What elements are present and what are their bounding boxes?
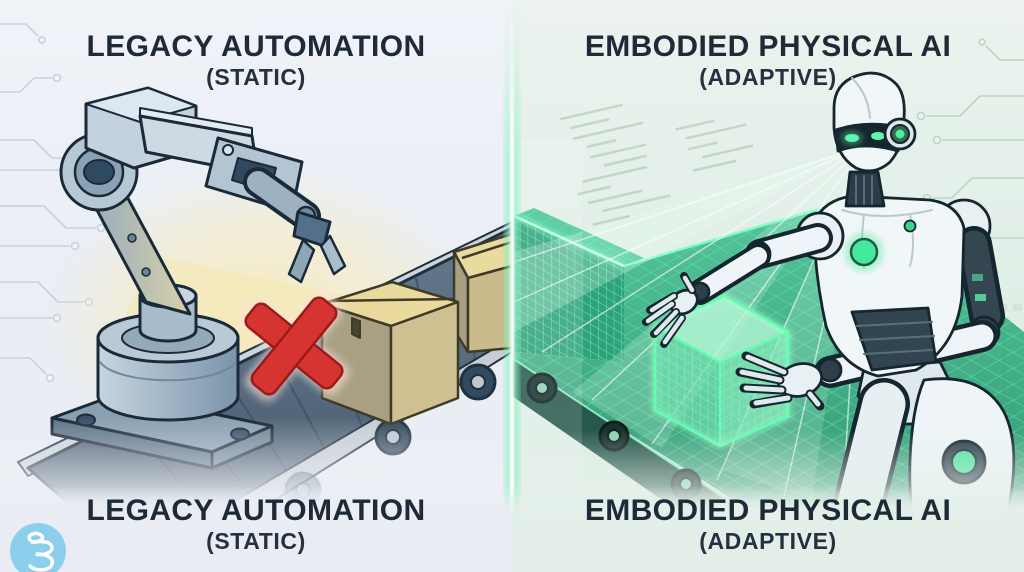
right-subtitle: (ADAPTIVE) (699, 63, 837, 90)
left-header: LEGACY AUTOMATION (STATIC) (0, 31, 512, 92)
left-footer-band (0, 486, 512, 572)
cardboard-boxes (320, 232, 512, 426)
right-title: EMBODIED PHYSICAL AI (584, 30, 952, 63)
robot-hand-lower (735, 351, 825, 411)
left-footer-subtitle: (STATIC) (206, 527, 306, 554)
left-subtitle: (STATIC) (206, 63, 306, 90)
split-divider-glow (503, 0, 521, 572)
right-footer-title: EMBODIED PHYSICAL AI (584, 494, 952, 527)
left-footer-title: LEGACY AUTOMATION (86, 494, 426, 527)
left-title: LEGACY AUTOMATION (86, 30, 426, 63)
right-footer-band (512, 486, 1024, 572)
script-monogram-badge (10, 523, 66, 572)
legacy-automation-artwork (0, 23, 512, 572)
right-footer-caption: EMBODIED PHYSICAL AI (ADAPTIVE) (512, 495, 1024, 556)
logo-glyph (27, 531, 54, 572)
robot-head (832, 71, 917, 208)
red-x-mark (238, 290, 350, 402)
right-footer-subtitle: (ADAPTIVE) (699, 527, 837, 554)
faint-code-lines (560, 103, 754, 226)
robot-hand-upper (642, 272, 699, 348)
left-panel: LEGACY AUTOMATION (STATIC) LEGACY AUTOMA… (0, 0, 512, 572)
right-header: EMBODIED PHYSICAL AI (ADAPTIVE) (512, 31, 1024, 92)
left-footer-caption: LEGACY AUTOMATION (STATIC) (0, 495, 512, 556)
right-panel: EMBODIED PHYSICAL AI (ADAPTIVE) EMBODIED… (512, 0, 1024, 572)
